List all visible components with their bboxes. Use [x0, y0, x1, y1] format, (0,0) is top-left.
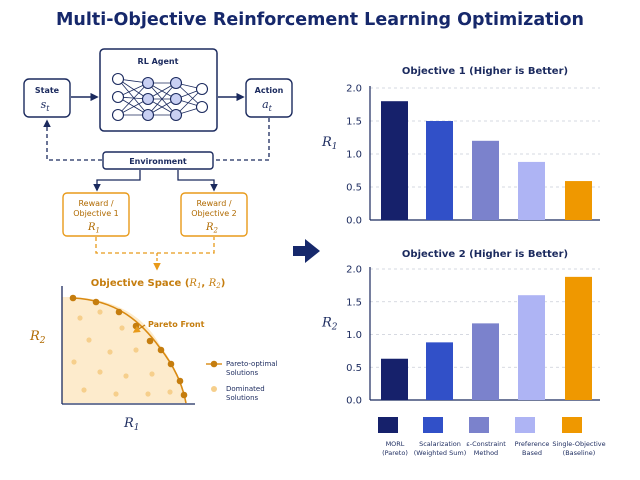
legend-swatch [469, 417, 489, 433]
y-axis-label: R2 [321, 316, 338, 333]
environment-label: Environment [129, 157, 187, 166]
legend-dominated-line1: Dominated [226, 385, 265, 393]
reward2-box [180, 192, 248, 237]
legend-swatch [423, 417, 443, 433]
bar-1 [381, 358, 408, 400]
chart-title: Objective 1 (Higher is Better) [402, 66, 568, 77]
space-axis-x-label: R1 [123, 416, 140, 433]
y-tick-label: 1.5 [346, 297, 362, 308]
rl-agent-label: RL Agent [138, 57, 179, 66]
legend-label-line1: MORL [386, 440, 405, 448]
bar-5 [565, 181, 592, 220]
bar-2 [426, 342, 453, 400]
reward2-line1: Reward / [196, 199, 231, 208]
legend-label-line2: (Weighted Sum) [414, 449, 467, 457]
state-box [23, 78, 71, 118]
legend-label-line2: (Baseline) [563, 449, 596, 457]
bar-3 [472, 140, 499, 220]
y-axis-label: R1 [321, 135, 338, 152]
environment-box [102, 151, 214, 170]
chart-title: Objective 2 (Higher is Better) [402, 249, 568, 260]
action-box [245, 78, 293, 118]
reward1-symbol: R1 [87, 222, 100, 235]
bar-2 [426, 121, 453, 220]
dominated-solutions [71, 309, 173, 397]
legend-swatch [378, 417, 398, 433]
legend-label-line2: (Pareto) [382, 449, 408, 457]
dashed-rewards-merge [95, 237, 215, 254]
pareto-front-pointer [132, 324, 146, 333]
bar-3 [472, 323, 499, 400]
legend-dominated-line2: Solutions [226, 394, 259, 402]
rl-diagram: State st RL Agent Action [23, 48, 293, 433]
action-symbol: at [262, 98, 273, 113]
objective-space-title: Objective Space (R1, R2) [91, 278, 226, 290]
bar-5 [565, 276, 592, 400]
chart-legend: MORL(Pareto) Scalarization(Weighted Sum)ε… [378, 417, 606, 457]
arrow-env-to-reward1 [93, 170, 141, 192]
rl-agent-box [99, 48, 218, 132]
y-tick-label: 2.0 [346, 84, 362, 95]
reward1-line1: Reward / [78, 199, 113, 208]
action-label: Action [255, 86, 284, 95]
feasible-region [62, 297, 186, 403]
y-tick-label: 0.0 [346, 216, 362, 227]
legend-dominated-marker [211, 386, 217, 392]
legend-optimal-line2: Solutions [226, 369, 259, 377]
chart-objective-1: Objective 1 (Higher is Better) 0.0 0.5 1.0 1… [321, 66, 600, 227]
y-tick-label: 1.0 [346, 150, 362, 161]
legend-label-line2: Method [474, 449, 498, 457]
bar-4 [518, 161, 545, 220]
state-symbol: st [41, 98, 51, 113]
chart-objective-2: Objective 2 (Higher is Better) 0.0 0.5 1.0 1… [321, 249, 600, 407]
reward1-line2: Objective 1 [73, 209, 119, 218]
bar-1 [381, 101, 408, 220]
legend-optimal-marker [210, 360, 218, 368]
neural-network-nodes [111, 72, 209, 122]
y-tick-label: 1.5 [346, 117, 362, 128]
legend-label-line1: Scalarization [419, 440, 461, 448]
flow-arrow-icon [293, 239, 320, 263]
bar-4 [518, 295, 545, 400]
reward2-line2: Objective 2 [191, 209, 237, 218]
y-tick-label: 2.0 [346, 265, 362, 276]
legend-label-line2: Based [522, 449, 542, 457]
legend-swatch [515, 417, 535, 433]
reward2-symbol: R2 [205, 222, 219, 235]
pareto-front-label: Pareto Front [148, 320, 205, 329]
y-tick-label: 0.0 [346, 396, 362, 407]
dashed-environment-to-state [43, 119, 102, 161]
legend-label-line1: Preference [515, 440, 550, 448]
arrow-env-to-reward2 [177, 170, 218, 192]
y-tick-label: 1.0 [346, 330, 362, 341]
state-label: State [35, 86, 60, 95]
page-title: Multi-Objective Reinforcement Learning O… [55, 10, 585, 30]
legend-label-line1: Single-Objective [552, 440, 605, 448]
dashed-action-to-environment [214, 118, 270, 161]
y-tick-label: 0.5 [346, 363, 362, 374]
legend-swatch [562, 417, 582, 433]
y-tick-label: 0.5 [346, 183, 362, 194]
legend-optimal-line1: Pareto-optimal [226, 360, 278, 368]
legend-label-line1: ε-Constraint [466, 440, 506, 448]
space-axis-y-label: R2 [29, 329, 46, 346]
reward1-box [62, 192, 130, 237]
